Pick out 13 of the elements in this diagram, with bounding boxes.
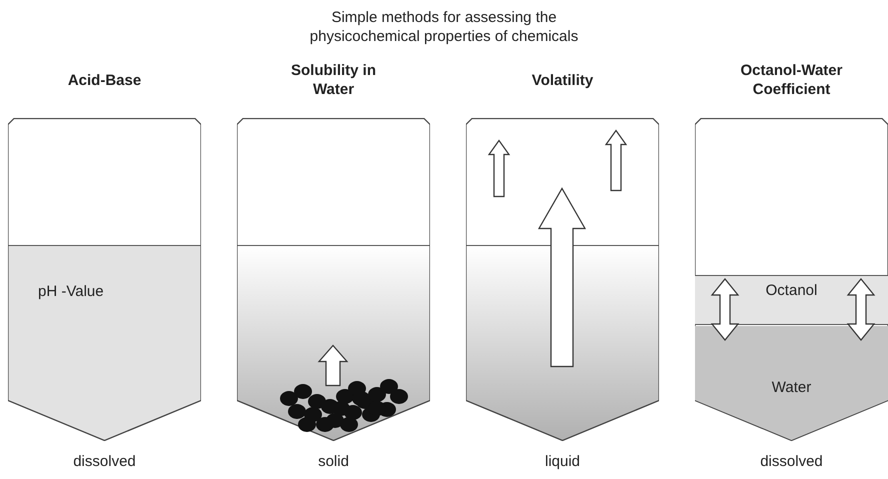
- column-heading: Acid-Base: [68, 70, 142, 90]
- water-layer: Water: [695, 326, 888, 440]
- column-heading: Volatility: [532, 70, 594, 90]
- double-arrow: [710, 278, 740, 341]
- diagram-title: Simple methods for assessing the physicochemical properties of chemicals: [308, 8, 580, 46]
- double-arrow: [846, 278, 876, 341]
- state-label: dissolved: [73, 453, 136, 470]
- state-label: solid: [318, 453, 349, 470]
- state-label: dissolved: [760, 453, 823, 470]
- column-heading: Solubility in Water: [290, 61, 377, 99]
- state-label: liquid: [544, 453, 580, 470]
- measurement-label: pH -Value: [38, 283, 104, 300]
- column-heading: Octanol-Water Coefficient: [740, 61, 844, 99]
